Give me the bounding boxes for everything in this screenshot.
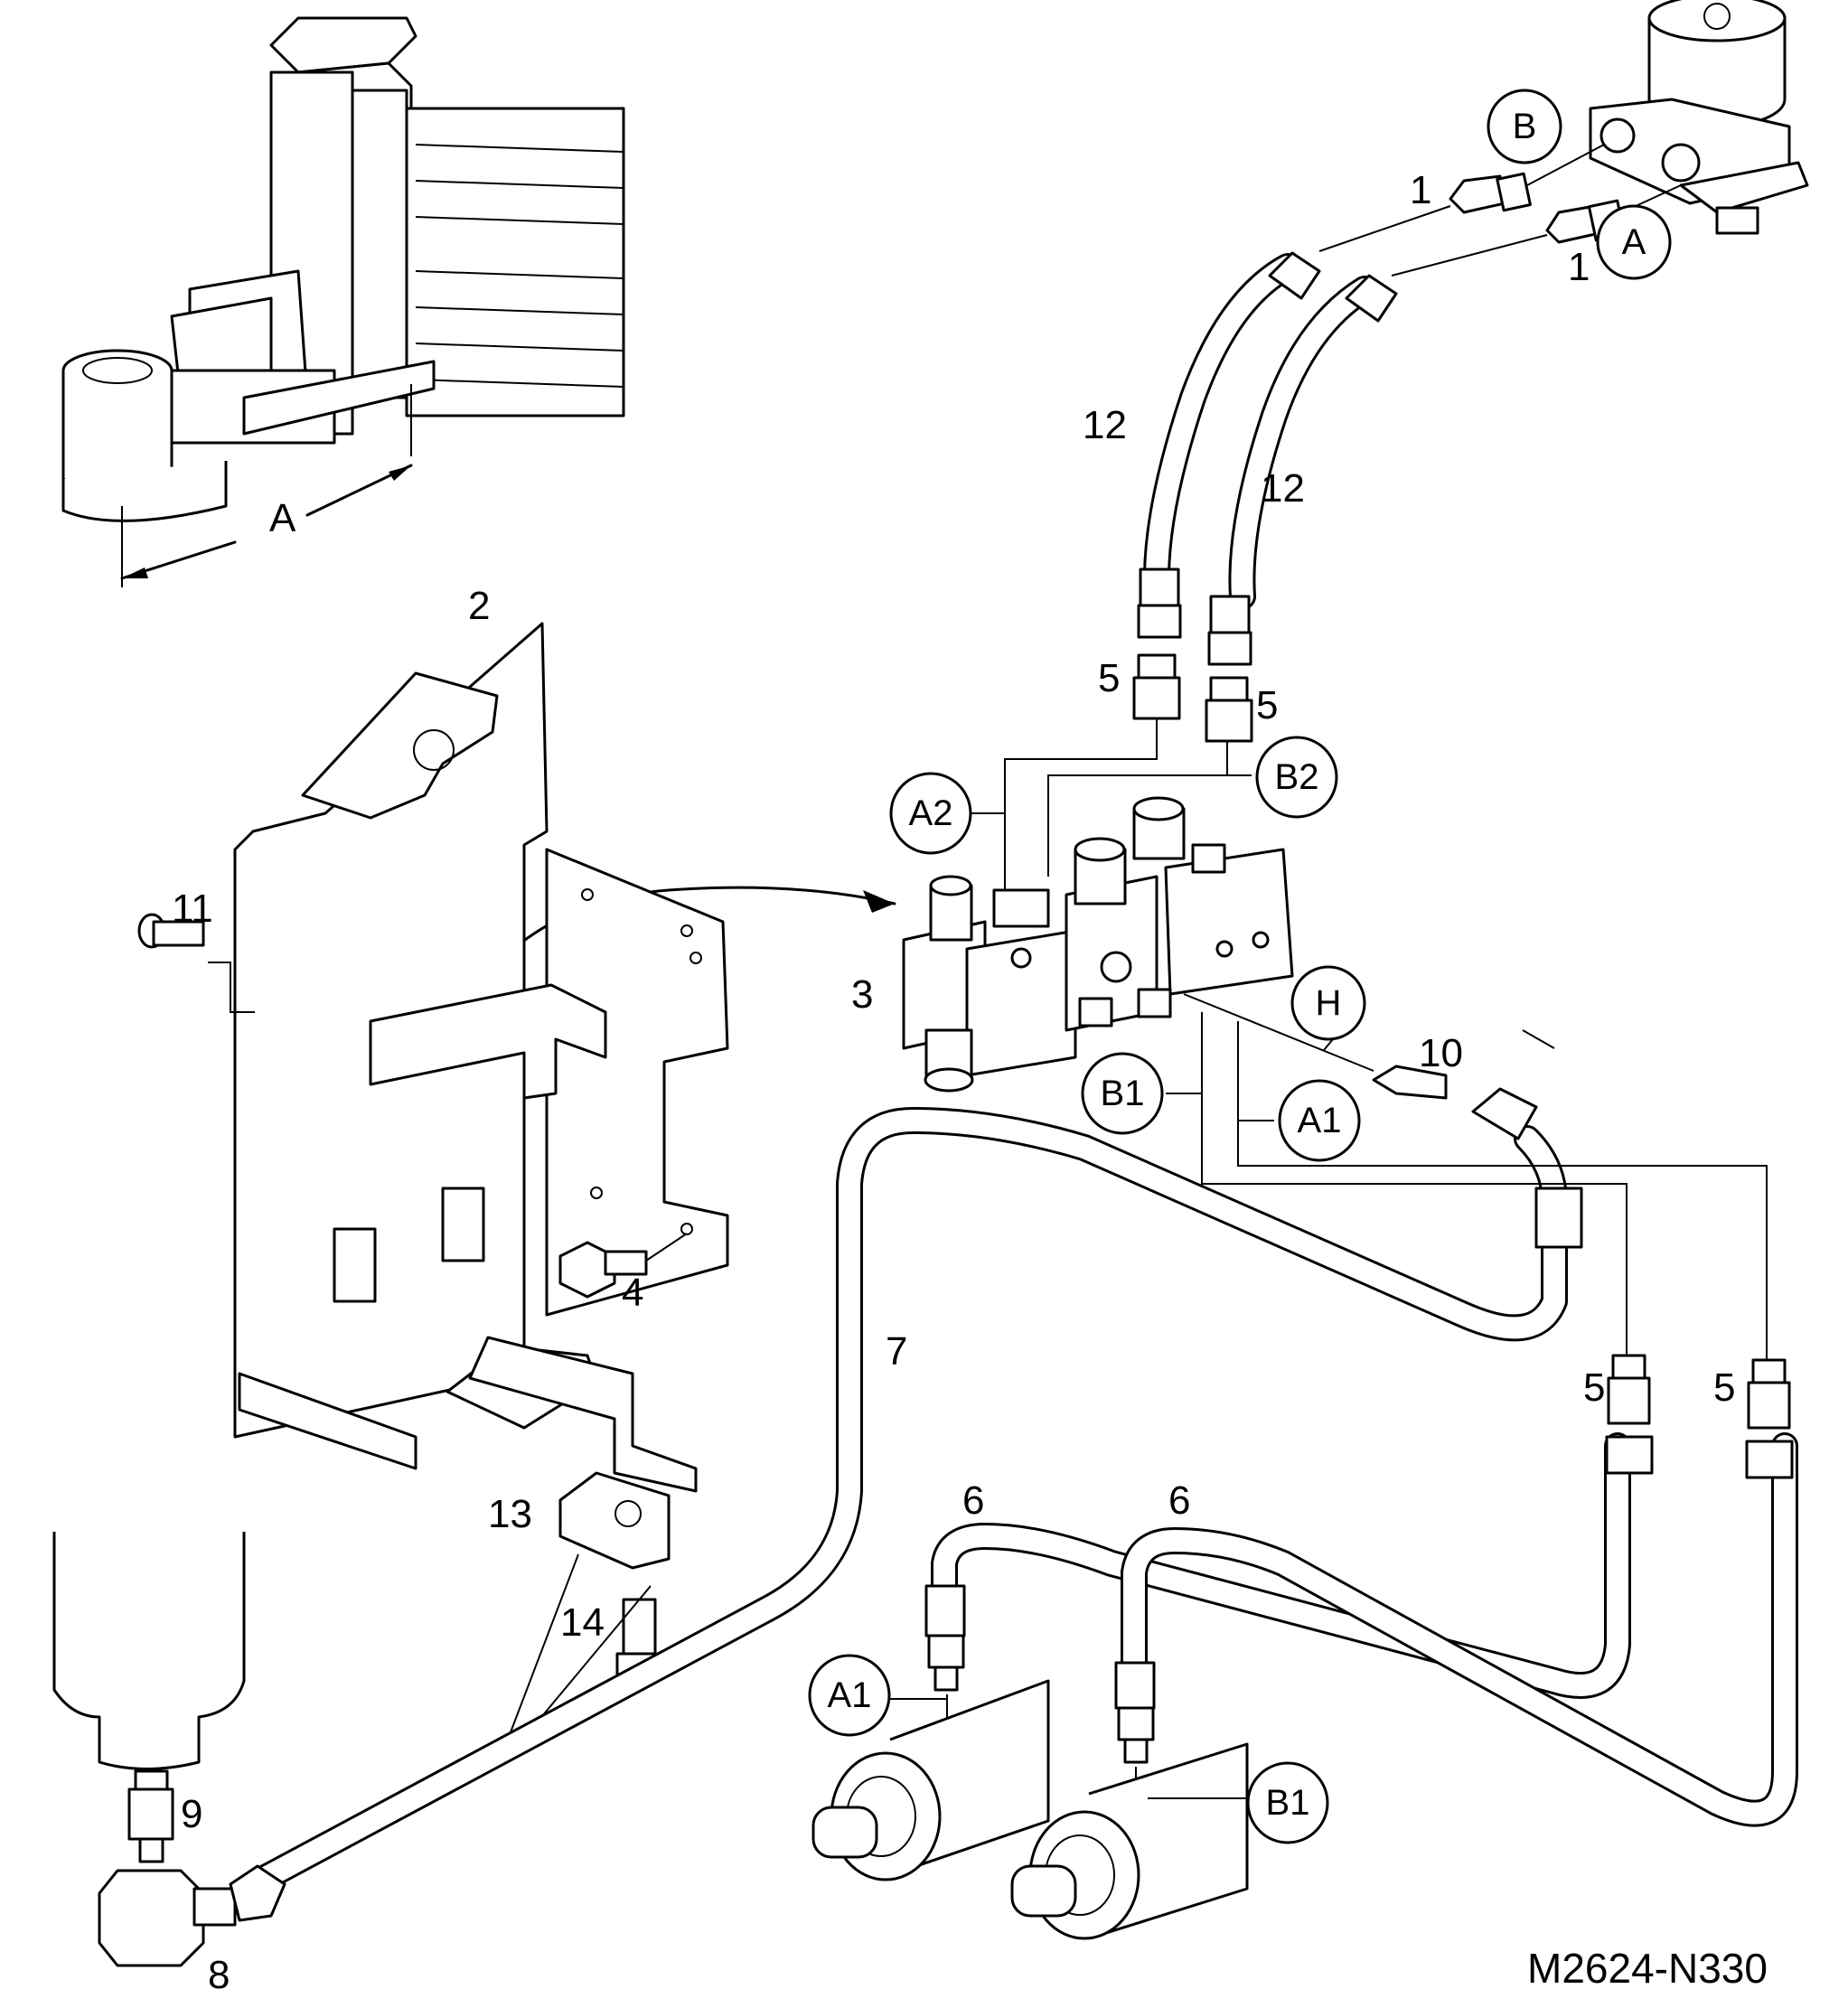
fitting-10: [1372, 1065, 1448, 1100]
fittings-5-upper: [1132, 653, 1253, 743]
svg-text:A: A: [1622, 222, 1646, 262]
fitting-8: [98, 1864, 286, 1967]
label-part-9: 9: [181, 1792, 202, 1836]
mast-assembly: A: [61, 16, 625, 587]
svg-text:A1: A1: [828, 1675, 872, 1715]
label-part-5-d: 5: [1713, 1365, 1735, 1410]
fittings-5-lower: [1605, 1354, 1794, 1479]
port-a1-callout: A1: [1278, 1079, 1361, 1162]
label-part-12-a: 12: [1083, 403, 1127, 447]
label-part-12-b: 12: [1261, 466, 1305, 511]
port-h-callout: H: [1290, 965, 1366, 1041]
label-part-13: 13: [488, 1492, 532, 1536]
port-b2-callout: B2: [1255, 736, 1338, 819]
svg-text:B1: B1: [1266, 1783, 1310, 1823]
hose-7: [249, 1107, 1568, 1893]
tank: [52, 1532, 246, 1770]
drawing-number: M2624-N330: [1527, 1945, 1768, 1989]
cylinder-a1: [811, 1679, 1050, 1881]
label-part-2: 2: [468, 584, 490, 628]
svg-text:B: B: [1513, 107, 1537, 146]
label-part-5-c: 5: [1583, 1365, 1605, 1410]
svg-text:B2: B2: [1275, 757, 1319, 797]
control-valve-block: [902, 796, 1294, 1093]
hose-6-ends: [924, 1584, 1156, 1764]
dimension-label: A: [269, 496, 296, 540]
svg-text:B1: B1: [1101, 1074, 1145, 1113]
hose-6a: [931, 1432, 1631, 1699]
hose-6b: [1121, 1432, 1798, 1827]
screw-11: [137, 913, 205, 949]
label-part-14: 14: [560, 1600, 605, 1645]
label-part-4: 4: [622, 1271, 643, 1315]
label-part-5-b: 5: [1256, 683, 1278, 727]
cylinder-b1: [1010, 1742, 1249, 1940]
svg-text:H: H: [1316, 983, 1342, 1023]
label-part-11: 11: [172, 887, 213, 931]
label-part-7: 7: [886, 1329, 907, 1374]
label-part-1-upper: 1: [1410, 168, 1431, 212]
label-part-6-b: 6: [1168, 1478, 1190, 1523]
svg-text:A2: A2: [909, 793, 953, 833]
bracket: [446, 1336, 698, 1493]
port-callouts: B A A2 B2 H B1 A1 A1: [808, 89, 1672, 1844]
part-labels: 1 1 2 3 4 5 5 5 5 6 6 7 8 9 10 11 12 12 …: [172, 168, 1735, 1989]
label-part-3: 3: [851, 972, 873, 1017]
port-b-callout: B: [1487, 89, 1562, 164]
port-a-callout: A: [1596, 204, 1672, 280]
hoses-12: [1137, 251, 1398, 666]
elbow-fitting: [1471, 1087, 1583, 1249]
label-part-8: 8: [208, 1953, 230, 1989]
label-part-1-lower: 1: [1568, 245, 1590, 289]
port-b1-callout: B1: [1081, 1052, 1164, 1135]
bolt-4: [558, 1241, 648, 1299]
port-a2-callout: A2: [889, 772, 972, 855]
port-b1-cylinder-callout: B1: [1246, 1761, 1329, 1844]
label-part-6-a: 6: [962, 1478, 984, 1523]
mounting-plate: [233, 622, 729, 1470]
fitting-9: [127, 1769, 174, 1863]
orbital-motor: [1589, 0, 1809, 235]
label-part-10: 10: [1419, 1031, 1463, 1075]
label-part-5-a: 5: [1098, 656, 1120, 700]
svg-text:A1: A1: [1298, 1101, 1342, 1140]
port-a1-cylinder-callout: A1: [808, 1654, 891, 1737]
fitting-1-upper: [1449, 172, 1532, 214]
clamp-13: [558, 1471, 671, 1570]
